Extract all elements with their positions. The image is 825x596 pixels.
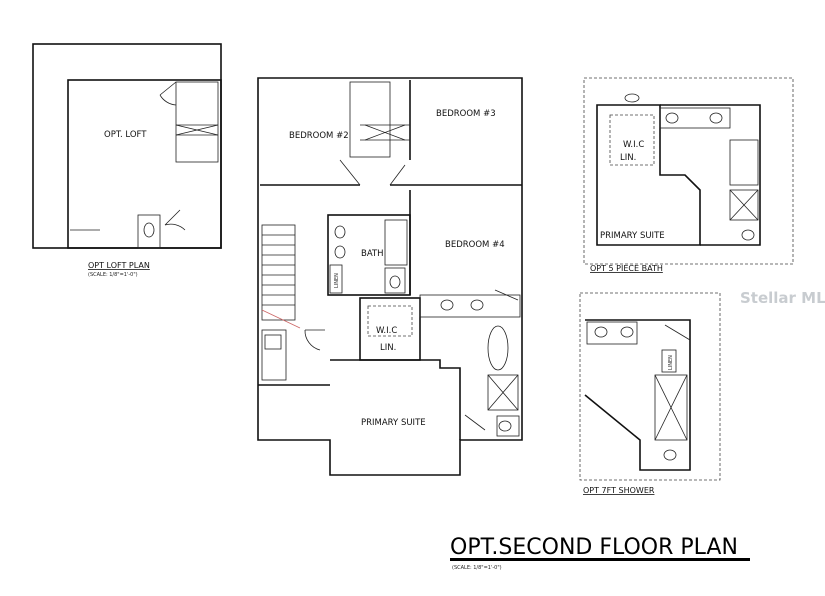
shower — [487, 374, 519, 411]
five-piece-caption: OPT 5 PIECE BATH — [590, 264, 663, 273]
toilet — [137, 214, 161, 249]
sheet-title: OPT.SECOND FLOOR PLAN — [450, 535, 738, 560]
five-piece-bath-plan: W.I.C LIN. PRIMARY SUITE OPT 5 PIECE BAT… — [583, 77, 794, 273]
loft-caption: OPT LOFT PLAN — [88, 261, 150, 270]
main-exterior-wall — [257, 77, 523, 476]
wic-label: W.I.C — [376, 326, 397, 336]
loft-outer-wall — [32, 43, 222, 249]
main-plan: BEDROOM #2 BEDROOM #3 BEDROOM #4 BATH LI… — [257, 77, 523, 476]
loft-stair-closet — [175, 81, 219, 163]
bath-room — [327, 214, 411, 296]
door-swing — [159, 81, 177, 106]
loft-scale: (SCALE: 1/8"=1'-0") — [88, 272, 138, 278]
sheet-scale: (SCALE: 1/8"=1'-0") — [452, 565, 502, 571]
loft-plan: OPT. LOFT OPT LOFT PLAN (SCALE: 1/8"=1'-… — [32, 43, 222, 278]
bedroom2-label: BEDROOM #2 — [289, 131, 349, 141]
watermark: Stellar MLS — [740, 289, 825, 307]
tub — [487, 325, 509, 371]
seven-linen-label: LINEN — [668, 355, 674, 370]
bath-label: BATH — [361, 249, 384, 259]
five-lin-label: LIN. — [620, 153, 636, 163]
seven-ft-shower-plan: LINEN OPT 7FT SHOWER — [579, 292, 721, 495]
stairs — [261, 224, 296, 321]
loft-room-label: OPT. LOFT — [104, 130, 147, 140]
loft-room-wall — [67, 79, 222, 249]
five-piece-dashed-border — [583, 77, 794, 265]
bedroom4-label: BEDROOM #4 — [445, 240, 505, 250]
primary-suite-label: PRIMARY SUITE — [361, 418, 426, 428]
seven-ft-caption: OPT 7FT SHOWER — [583, 486, 655, 495]
five-wic-label: W.I.C — [623, 140, 644, 150]
bedroom3-label: BEDROOM #3 — [436, 109, 496, 119]
vanity — [419, 294, 521, 318]
title-underline — [450, 558, 750, 561]
seven-ft-dashed-border — [579, 292, 721, 481]
closet — [349, 81, 391, 158]
five-primary-suite-label: PRIMARY SUITE — [600, 231, 665, 241]
lin-label: LIN. — [380, 343, 396, 353]
linen-label: LINEN — [334, 273, 340, 288]
